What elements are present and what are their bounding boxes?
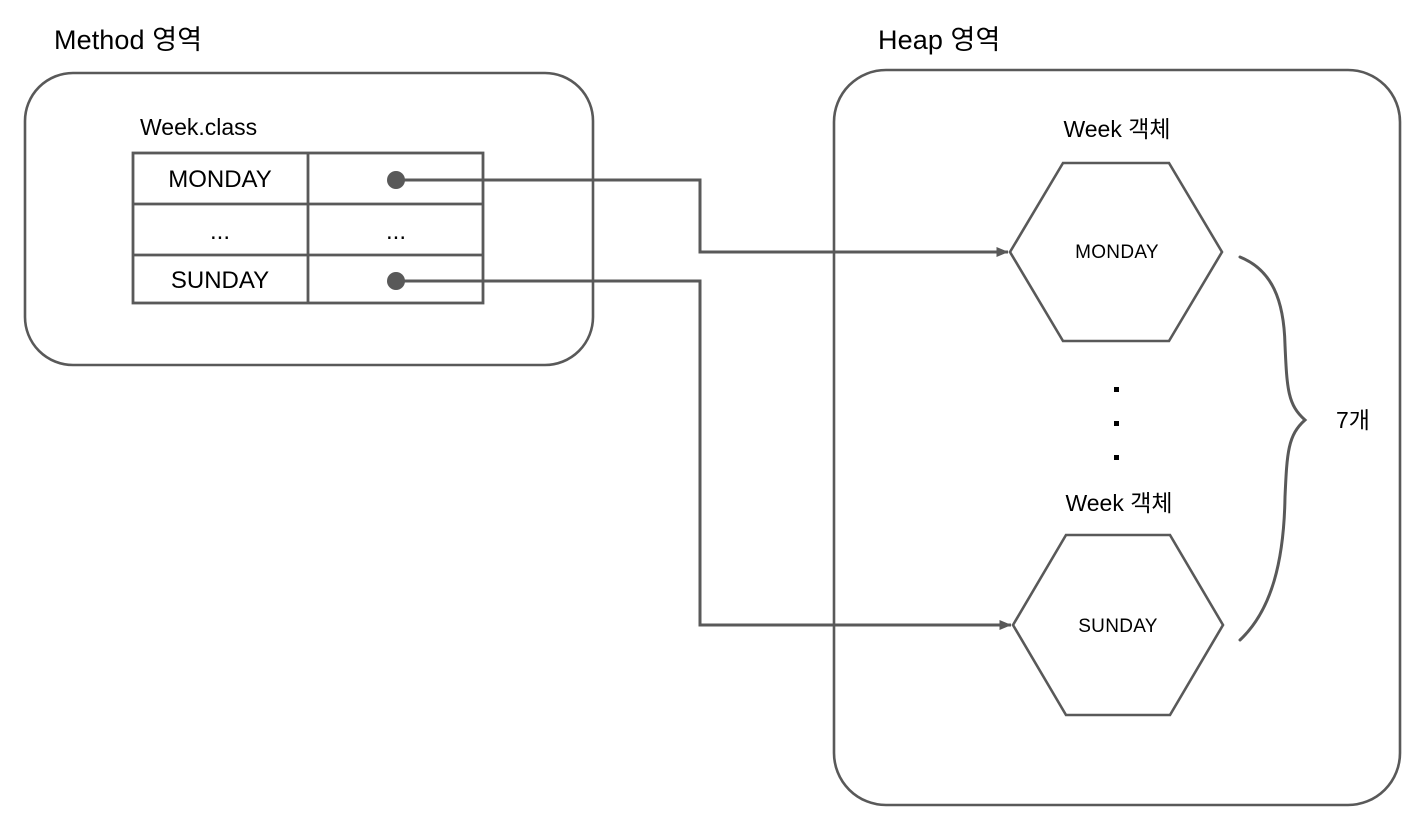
table-cell-reference-ellipsis: ...	[385, 218, 407, 245]
hexagon-sunday	[1011, 533, 1225, 717]
connector-sunday	[396, 279, 1012, 630]
heap-object-caption-monday: Week 객체	[1063, 116, 1171, 142]
heap-area-title: Heap 영역	[878, 25, 1001, 55]
table-cell-name-ellipsis: ...	[209, 218, 231, 245]
heap-object-value-sunday: SUNDAY	[1078, 616, 1158, 637]
table-cell-name-sunday: SUNDAY	[170, 267, 270, 294]
method-area-title: Method 영역	[54, 25, 203, 55]
ellipsis-dot-3	[1114, 455, 1119, 460]
ellipsis-dot-2	[1114, 421, 1119, 426]
connector-monday	[396, 178, 1009, 257]
heap-object-caption-sunday: Week 객체	[1065, 490, 1173, 516]
heap-object-value-monday: MONDAY	[1075, 242, 1159, 263]
grouping-brace	[1238, 255, 1308, 642]
week-class-caption: Week.class	[140, 114, 258, 140]
brace-count-label: 7개	[1336, 407, 1370, 433]
method-area-container	[23, 71, 595, 367]
ellipsis-dot-1	[1114, 387, 1119, 392]
heap-area-container	[832, 68, 1402, 807]
table-cell-name-monday: MONDAY	[168, 166, 272, 193]
week-class-table	[131, 151, 485, 305]
hexagon-monday	[1008, 161, 1224, 343]
